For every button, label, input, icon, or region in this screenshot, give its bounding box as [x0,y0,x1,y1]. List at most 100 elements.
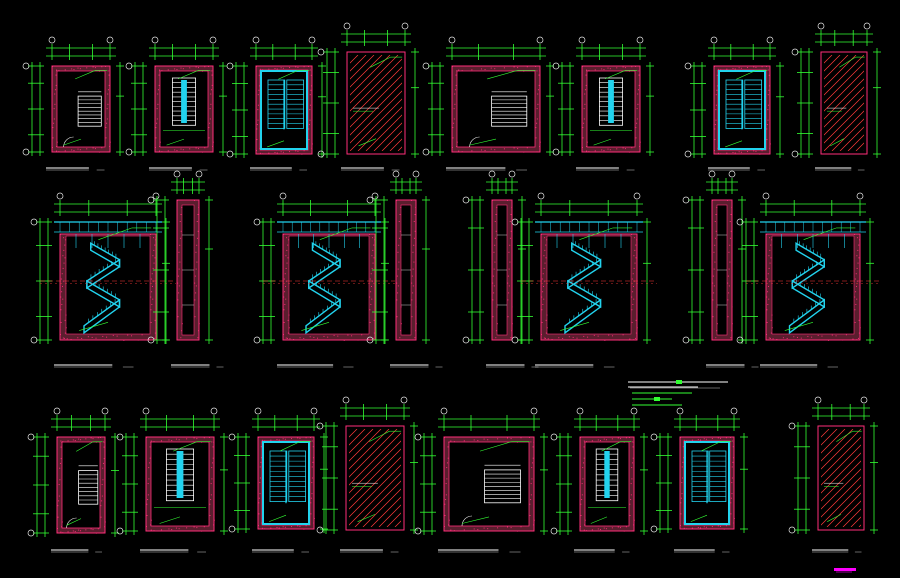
axis-bubble-icon [27,529,35,537]
axis-bubble-icon [316,526,324,534]
axis-bubble-icon [422,62,430,70]
dimension-lines [684,36,784,158]
dimension-lines [791,22,881,158]
drawing-caption [51,549,102,553]
drawing-caption [390,364,443,368]
axis-bubble-icon [710,36,718,44]
axis-bubble-icon [412,170,420,178]
stair-plan-plan-stair-side [414,407,548,535]
axis-bubble-icon [511,336,519,344]
axis-bubble-icon [788,422,796,430]
axis-bubble-icon [682,336,690,344]
axis-bubble-icon [448,36,456,44]
stair-treads [725,79,744,129]
roof-truss [760,221,866,233]
stair-section-section-narrow [147,170,213,344]
stair-well [260,70,308,150]
axis-bubble-icon [56,192,64,200]
axis-bubble-icon [552,148,560,156]
drawing-caption [54,364,134,368]
dimension-lines [147,170,213,344]
stair-plan-plan-stair-center [116,407,228,535]
stair-well [684,441,730,525]
drawing-caption [815,167,865,171]
leader-annotations [63,70,108,146]
axis-bubble-icon [30,336,38,344]
leader-annotations [66,441,103,526]
dimension-lines [422,36,554,156]
stair-plan-plan-stair-cyan [228,407,328,533]
drawing-caption [574,549,630,553]
stair-treads [709,450,727,502]
stair-treads [491,95,528,127]
stair-flights [83,241,121,335]
axis-bubble-icon [53,407,61,415]
axis-bubble-icon [817,22,825,30]
axis-bubble-icon [317,150,325,158]
drawing-caption [708,167,765,171]
axis-bubble-icon [636,36,644,44]
leader-annotations [79,227,152,331]
leader-annotations [784,227,856,331]
dimension-lines [316,396,418,534]
axis-bubble-icon [195,170,203,178]
legend-swatch [676,380,682,384]
stair-section-section-wide [30,192,176,344]
stair-plan-plan-stair-cyan [650,407,748,533]
leader-annotations [301,227,371,331]
drawing-caption [674,549,730,553]
axis-bubble-icon [209,36,217,44]
stair-plan-plan-stair-center [125,36,227,156]
leader-annotations [357,430,402,522]
axis-bubble-icon [511,218,519,226]
stair-section-section-narrow [682,170,746,344]
stair-flights [564,241,602,335]
drawing-caption [341,167,400,171]
dimension-lines [650,407,748,533]
axis-bubble-icon [462,336,470,344]
dimension-lines [125,36,227,156]
door-swing-icon [469,136,480,148]
axis-bubble-icon [536,36,544,44]
stair-treads [267,79,286,129]
axis-bubble-icon [30,218,38,226]
leader-annotations [267,70,310,148]
stair-plan-plan-stair-side [27,407,119,537]
hatch-pattern [350,55,402,151]
axis-bubble-icon [147,196,155,204]
axis-bubble-icon [550,527,558,535]
leader-annotations [560,227,633,331]
axis-bubble-icon [576,407,584,415]
axis-bubble-icon [228,525,236,533]
axis-bubble-icon [342,396,350,404]
axis-bubble-icon [142,407,150,415]
stair-handrail [604,451,610,498]
drawing-caption [252,549,309,553]
axis-bubble-icon [630,407,638,415]
drawing-caption [46,167,105,171]
stair-section-section-wide [736,192,880,344]
stair-plan-plan-stair-side [22,36,124,156]
drawing-caption [438,549,521,553]
axis-bubble-icon [537,192,545,200]
axis-bubble-icon [530,407,538,415]
axis-bubble-icon [863,22,871,30]
axis-bubble-icon [676,407,684,415]
axis-bubble-icon [552,62,560,70]
stair-plan-plan-stair-side [422,36,554,156]
dimension-lines [414,407,548,535]
axis-bubble-icon [860,396,868,404]
axis-bubble-icon [22,62,30,70]
dimension-lines [22,36,124,156]
drawing-caption [446,167,527,171]
stair-treads [744,79,762,129]
leader-annotations [590,441,632,524]
stair-section-section-wide [253,192,395,344]
drawing-caption [706,364,759,368]
stair-treads [691,450,709,502]
stair-section-section-wide [511,192,657,344]
axis-bubble-icon [226,150,234,158]
leader-annotations [593,70,638,146]
stair-plan-plan-stair-cyan [684,36,784,158]
